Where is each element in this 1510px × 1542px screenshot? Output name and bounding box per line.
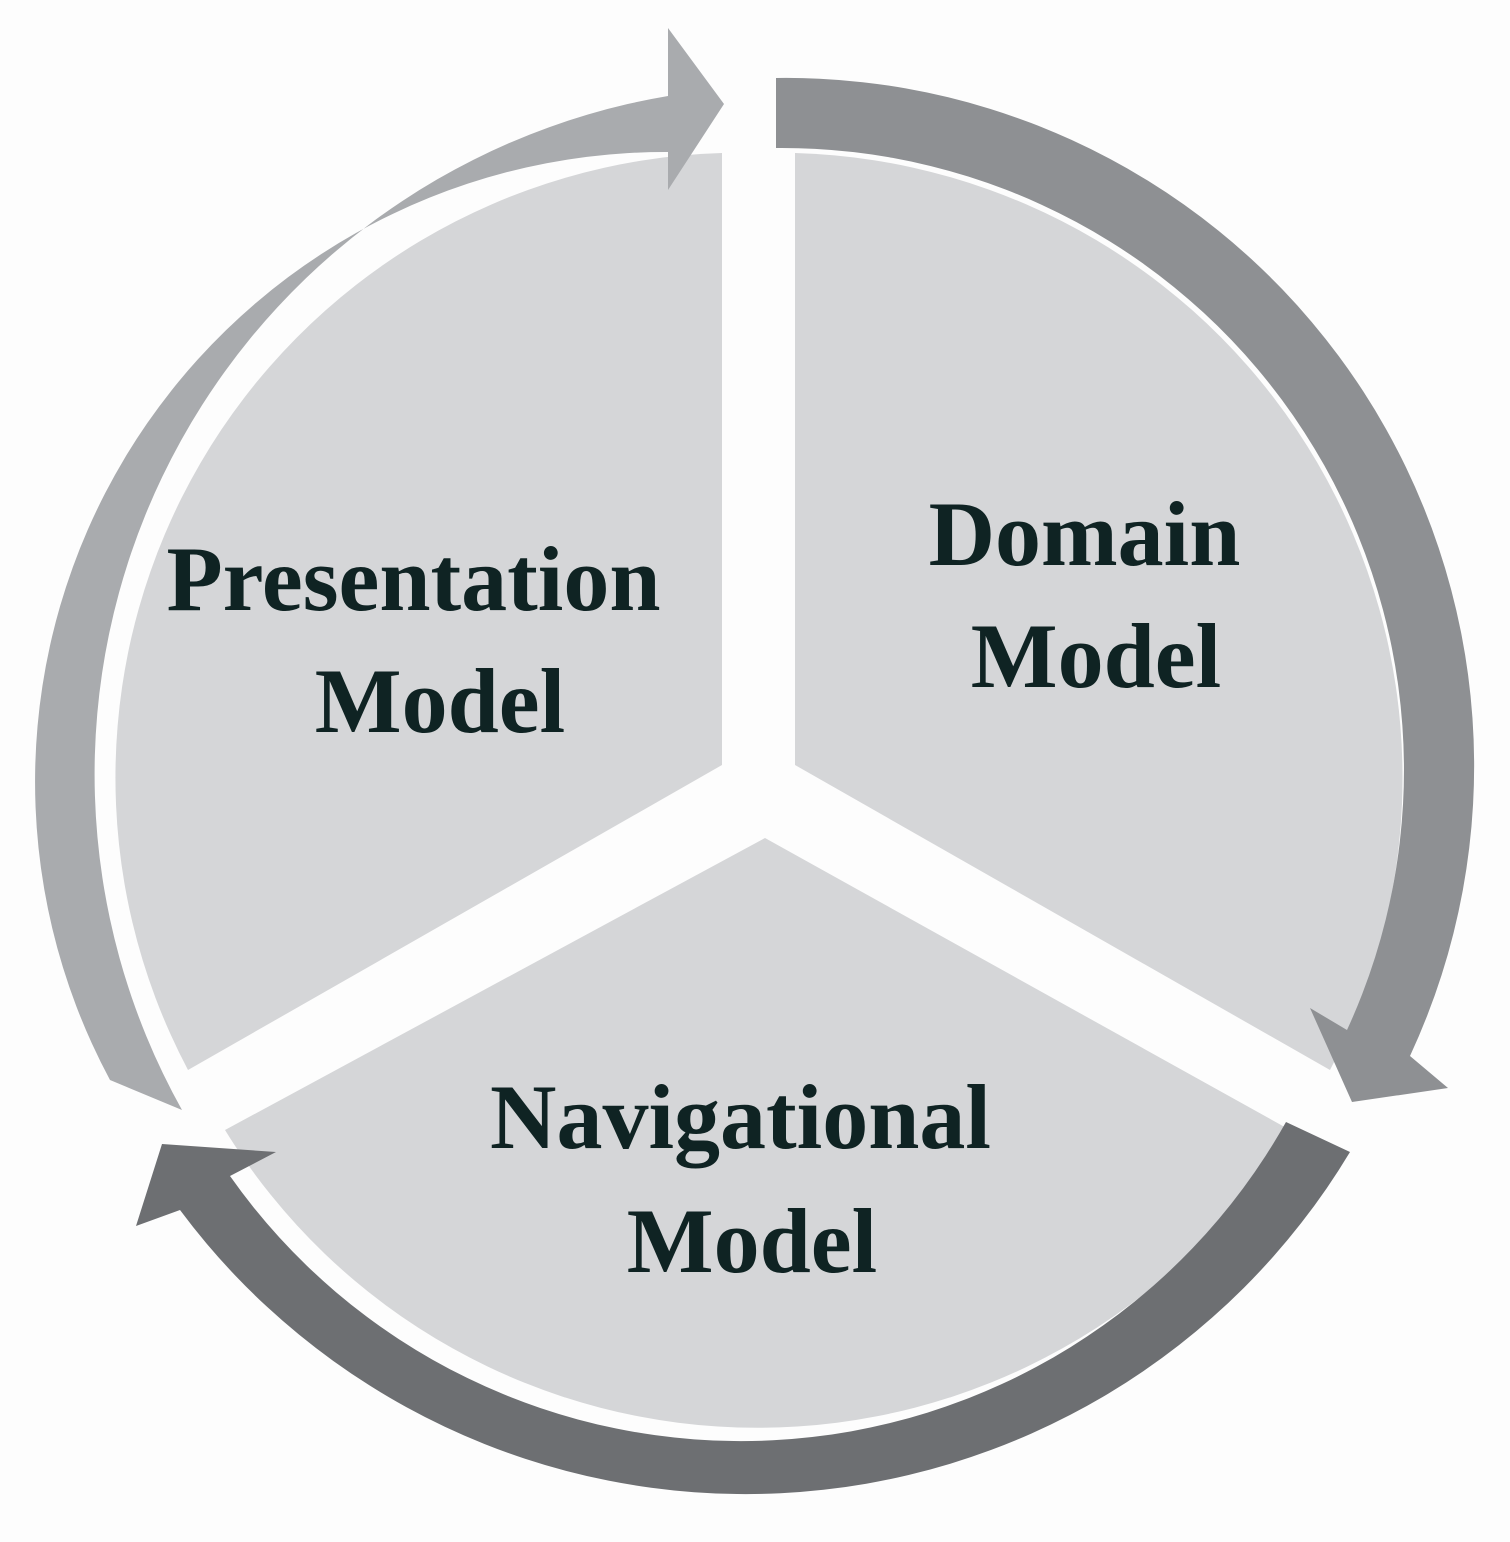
presentation-segment (115, 153, 723, 1070)
navigational-label-line-1: Navigational (490, 1066, 991, 1168)
navigational-to-presentation-arrow (136, 1122, 1350, 1495)
presentation-label-line-1: Presentation (166, 528, 660, 630)
presentation-to-domain-arrow (35, 28, 724, 1110)
domain-label-line-1: Domain (929, 483, 1241, 585)
navigational-label: Navigational Model (490, 1066, 1014, 1292)
domain-label: Domain Model (929, 483, 1264, 707)
navigational-label-line-2: Model (627, 1190, 877, 1292)
domain-label-line-2: Model (971, 605, 1221, 707)
navigational-segment (225, 838, 1290, 1428)
presentation-label: Presentation Model (166, 528, 683, 752)
domain-to-navigational-arrow (776, 77, 1475, 1102)
domain-segment (795, 153, 1403, 1070)
presentation-label-line-2: Model (315, 650, 565, 752)
